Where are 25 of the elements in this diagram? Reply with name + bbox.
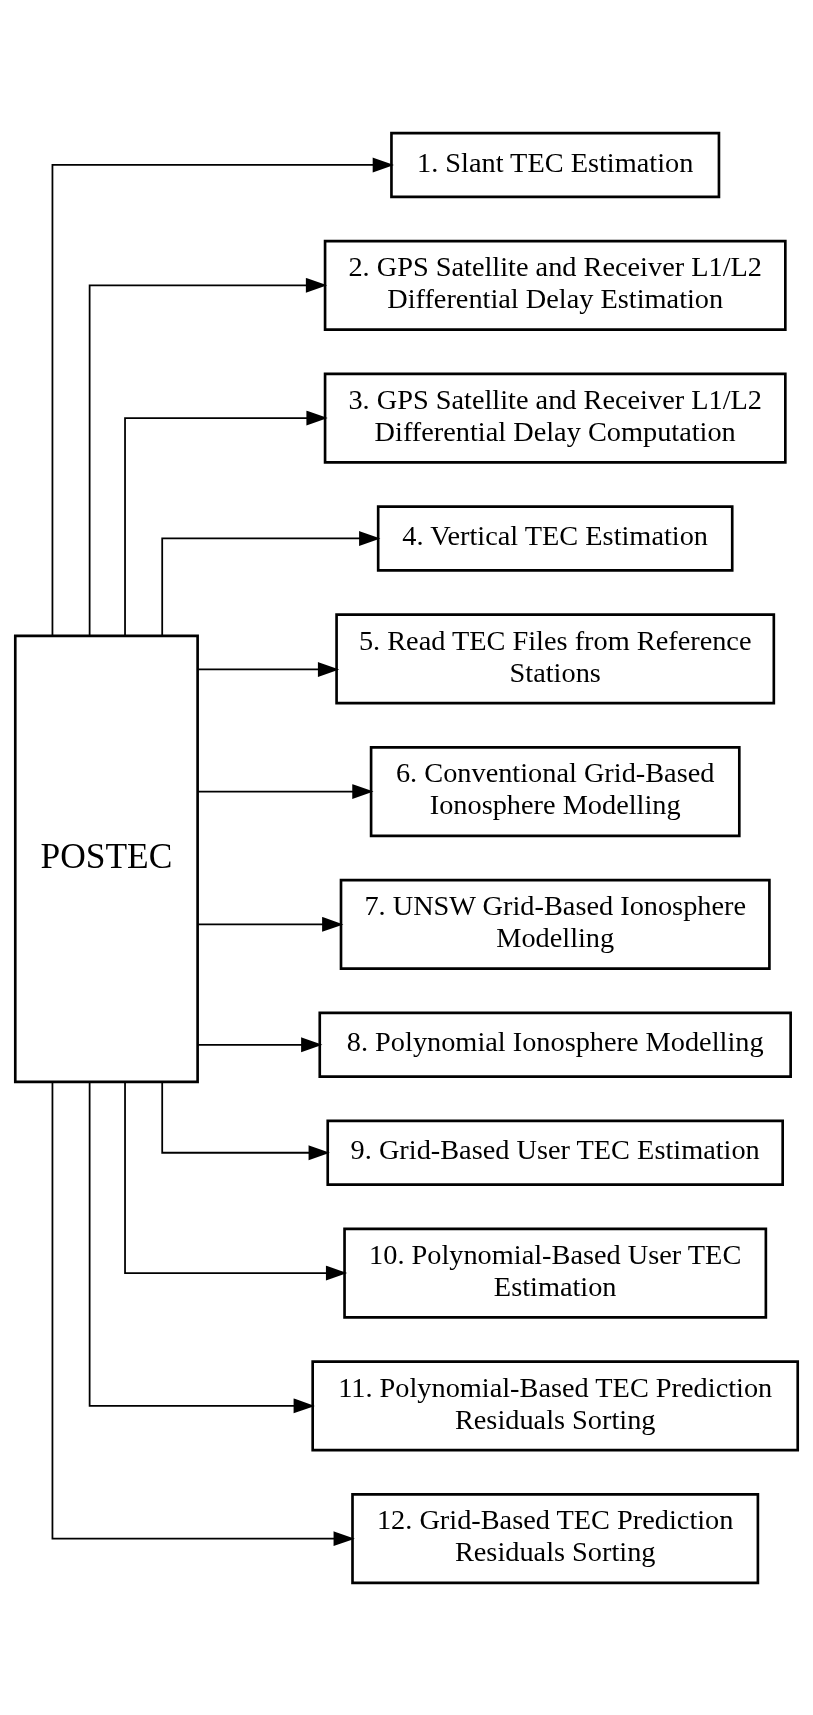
node-box: 1. Slant TEC Estimation	[390, 131, 721, 198]
node-box: 9. Grid-Based User TEC Estimation	[326, 1119, 784, 1186]
arrow	[196, 661, 340, 677]
node-box: 3. GPS Satellite and Receiver L1/L2 Differential Delay Computation	[323, 372, 787, 464]
arrow	[196, 1036, 323, 1052]
arrow	[124, 410, 328, 636]
arrow	[88, 277, 328, 636]
node-box: 2. GPS Satellite and Receiver L1/L2 Differential Delay Estimation	[323, 239, 787, 331]
arrow	[124, 1081, 348, 1281]
node-box: 7. UNSW Grid-Based Ionosphere Modelling	[339, 878, 771, 970]
node-box: 10. Polynomial-Based User TEC Estimation	[343, 1227, 768, 1319]
node-box: 6. Conventional Grid-Based Ionosphere Modelling	[369, 745, 741, 837]
node-box: 5. Read TEC Files from Reference Stations	[335, 612, 776, 704]
node-box: 4. Vertical TEC Estimation	[376, 504, 734, 572]
arrow	[196, 916, 344, 932]
arrow	[161, 530, 381, 636]
arrow	[51, 157, 394, 636]
node-box: 8. Polynomial Ionosphere Modelling	[318, 1011, 792, 1078]
arrow	[88, 1080, 315, 1413]
arrow	[161, 1080, 330, 1160]
node-box: 12. Grid-Based TEC Prediction Residuals Sorting	[351, 1492, 760, 1584]
arrow	[196, 783, 374, 799]
node-box: POSTEC	[13, 634, 199, 1083]
node-box: 11. Polynomial-Based TEC Prediction Residuals Sorting	[311, 1359, 800, 1451]
arrow	[51, 1080, 355, 1546]
